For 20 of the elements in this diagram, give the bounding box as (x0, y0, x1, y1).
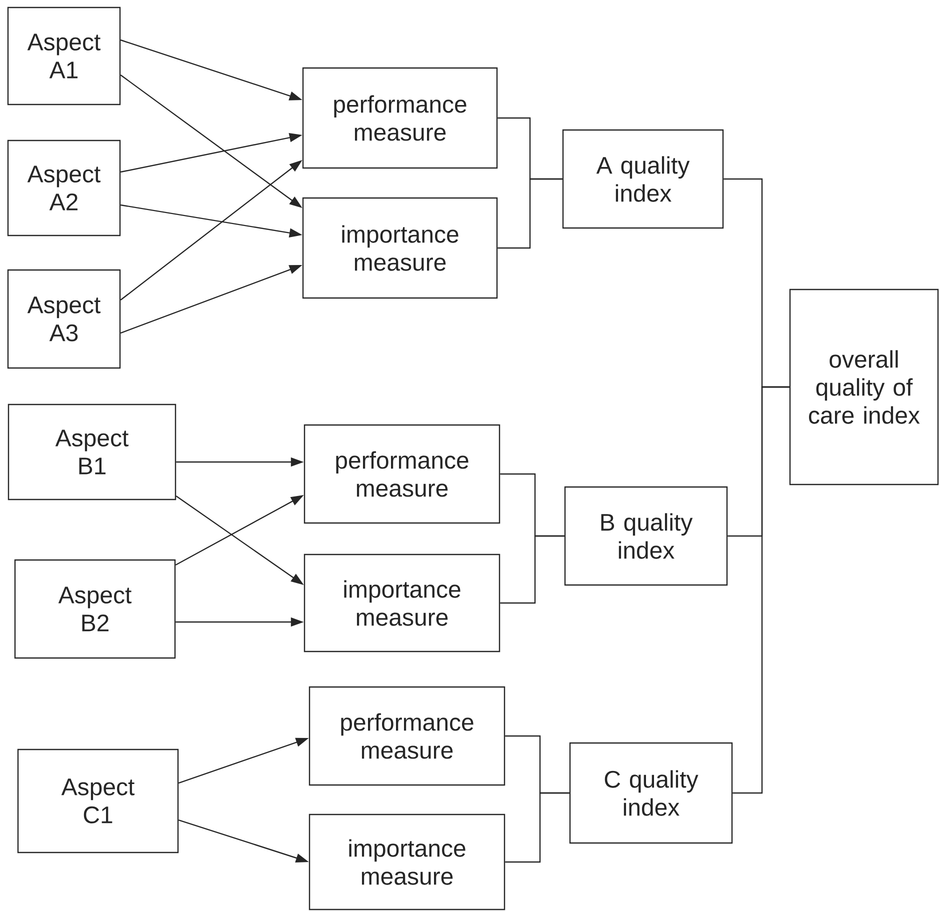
aspect-box: Aspect A3 (7, 269, 121, 369)
index-box: B quality index (564, 486, 728, 586)
aspect-box: Aspect A2 (7, 140, 121, 236)
aspect-box: Aspect B1 (8, 404, 176, 500)
aspect-box: Aspect B2 (14, 559, 176, 659)
connector-line (500, 535, 564, 604)
measure-box: performance measure (304, 424, 500, 524)
connector-line (498, 178, 562, 249)
index-box: C quality index (569, 742, 733, 844)
aspect-box: Aspect A1 (7, 6, 121, 106)
measure-box: importance measure (302, 197, 498, 299)
aspect-box: Aspect C1 (17, 748, 179, 854)
connector-line (505, 792, 570, 863)
index-box: overall quality of care index (789, 288, 939, 486)
measure-box: performance measure (308, 686, 506, 786)
connector-line (732, 386, 790, 794)
measure-box: importance measure (308, 814, 506, 910)
measure-box: importance measure (304, 554, 500, 652)
measure-box: performance measure (302, 67, 498, 169)
index-box: A quality index (562, 129, 724, 229)
